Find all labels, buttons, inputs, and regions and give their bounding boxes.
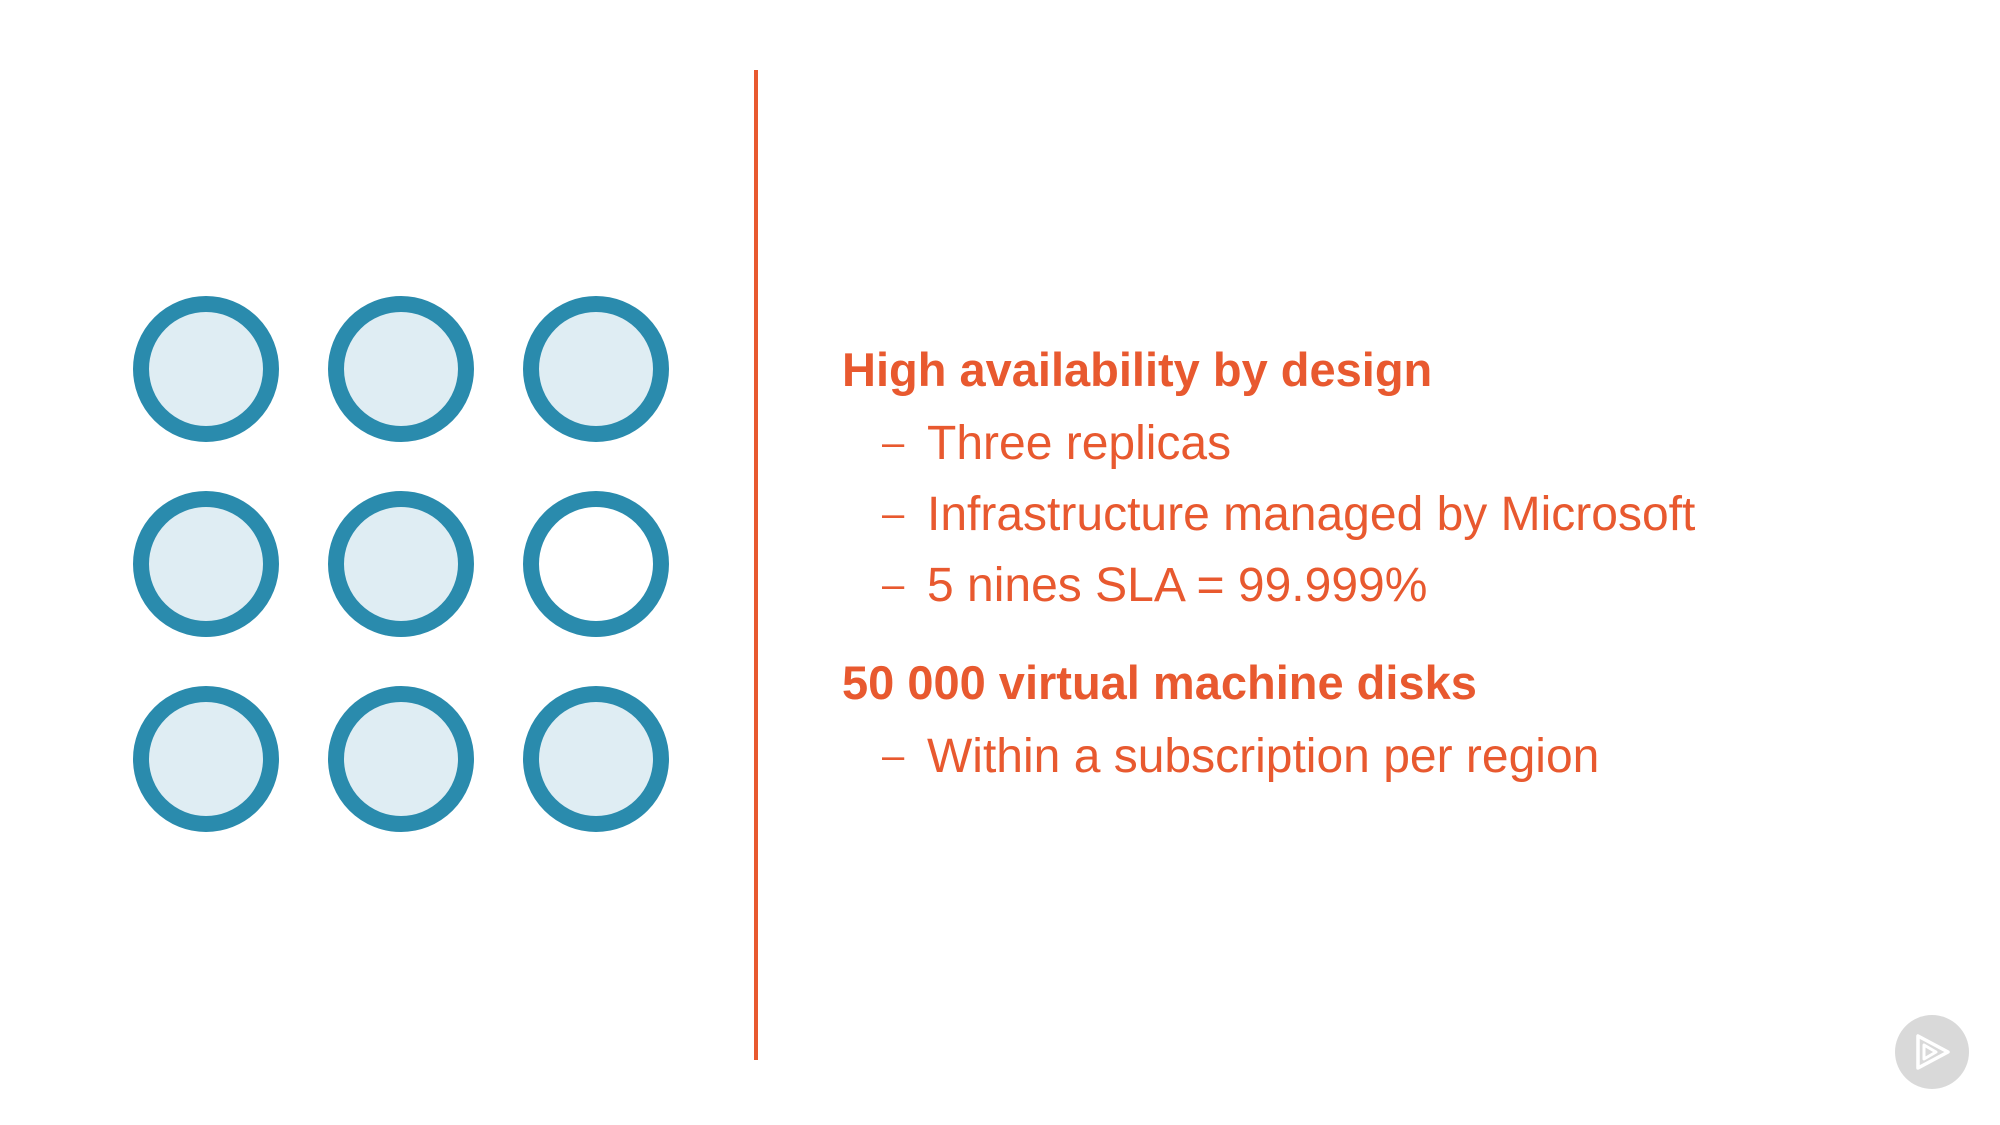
disk-icon	[328, 686, 474, 832]
bullet-marker: –	[882, 733, 905, 778]
vertical-divider	[754, 70, 758, 1060]
slide-content: High availability by design – Three repl…	[842, 338, 1942, 788]
bullet-item: – Three replicas	[842, 411, 1942, 475]
bullet-marker: –	[882, 420, 905, 465]
disk-icon-empty	[523, 491, 669, 637]
disk-icon	[133, 686, 279, 832]
disk-icon	[133, 296, 279, 442]
bullet-marker: –	[882, 491, 905, 536]
disk-icon	[328, 491, 474, 637]
bullet-item: – Infrastructure managed by Microsoft	[842, 482, 1942, 546]
section-heading: 50 000 virtual machine disks	[842, 656, 1477, 709]
play-logo-badge[interactable]	[1895, 1015, 1969, 1089]
disk-icon	[523, 296, 669, 442]
section-heading: High availability by design	[842, 343, 1433, 396]
bullet-item: – Within a subscription per region	[842, 724, 1942, 788]
bullet-text: Infrastructure managed by Microsoft	[927, 487, 1696, 541]
disk-grid	[133, 296, 673, 836]
bullet-marker: –	[882, 562, 905, 607]
bullet-item: – 5 nines SLA = 99.999%	[842, 553, 1942, 617]
bullet-text: Within a subscription per region	[927, 729, 1600, 783]
disk-icon	[523, 686, 669, 832]
disk-icon	[328, 296, 474, 442]
play-logo-icon	[1916, 1034, 1950, 1070]
bullet-text: Three replicas	[927, 416, 1232, 470]
bullet-text: 5 nines SLA = 99.999%	[927, 558, 1428, 612]
section-spacer	[842, 617, 1942, 651]
disk-icon	[133, 491, 279, 637]
